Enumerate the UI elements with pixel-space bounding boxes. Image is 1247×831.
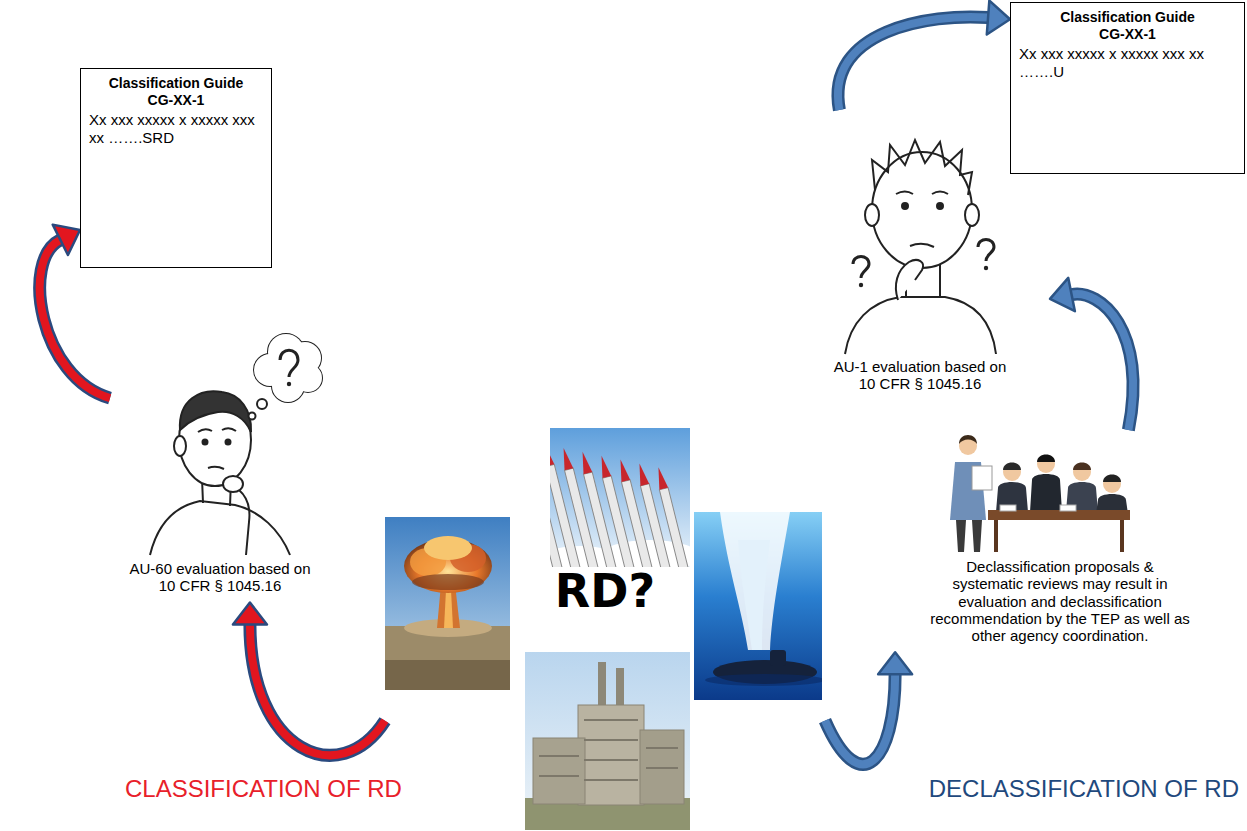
classification-guide-box: Classification Guide CG-XX-1Xx xxx xxxxx… — [1010, 2, 1245, 174]
arrow-head — [878, 652, 912, 674]
arrow-body — [825, 674, 895, 764]
curved-arrow — [838, 1, 1010, 110]
thinking-man-drawing — [150, 334, 322, 555]
guide-entry: Xx xxx xxxxx x xxxxx xxx xx …….U — [1019, 45, 1236, 83]
curved-arrow — [233, 603, 385, 756]
arrow-outline — [1072, 294, 1134, 430]
arrow-body — [838, 17, 988, 110]
guide-entry: Xx xxx xxxxx x xxxxx xxx xx …….SRD — [89, 111, 263, 149]
label-holder: CLASSIFICATION OF RD — [125, 775, 402, 804]
curved-arrow — [1050, 278, 1133, 430]
arrow-body — [1072, 294, 1134, 430]
figure-caption: AU-1 evaluation based on 10 CFR § 1045.1… — [828, 358, 1013, 393]
nuclear-facility-photo — [525, 652, 690, 830]
section-label: CLASSIFICATION OF RD — [125, 775, 402, 804]
section-label: DECLASSIFICATION OF RD — [929, 775, 1239, 804]
arrow-head — [233, 603, 267, 625]
curved-arrow — [825, 652, 912, 764]
arrow-outline — [250, 625, 385, 756]
review-figure: Declassification proposals & systematic … — [880, 430, 1240, 652]
arrow-head — [53, 225, 80, 255]
evaluator-figure: AU-60 evaluation based on 10 CFR § 1045.… — [110, 330, 330, 603]
arrow-body — [250, 625, 385, 756]
missiles-photo — [550, 428, 690, 567]
classification-guide-box: Classification Guide CG-XX-1Xx xxx xxxxx… — [80, 68, 272, 268]
nuclear-explosion-photo — [385, 517, 510, 690]
guide-heading: Classification Guide CG-XX-1 — [1053, 9, 1203, 43]
arrow-outline — [838, 17, 988, 110]
arrow-outline — [825, 674, 895, 764]
meeting-photo — [950, 435, 1130, 552]
arrow-head — [987, 1, 1010, 35]
restricted-data-cluster: RD? — [385, 425, 825, 830]
label-holder: DECLASSIFICATION OF RD — [929, 775, 1239, 804]
center-question: RD? — [385, 568, 825, 614]
submarine-photo — [694, 512, 822, 700]
figure-caption: Declassification proposals & systematic … — [929, 558, 1191, 644]
guide-heading: Classification Guide CG-XX-1 — [101, 75, 251, 109]
thinking-boy-drawing — [845, 140, 996, 354]
evaluator-figure: AU-1 evaluation based on 10 CFR § 1045.1… — [790, 110, 1050, 401]
figure-caption: AU-60 evaluation based on 10 CFR § 1045.… — [125, 560, 315, 595]
arrow-head — [1050, 278, 1075, 311]
